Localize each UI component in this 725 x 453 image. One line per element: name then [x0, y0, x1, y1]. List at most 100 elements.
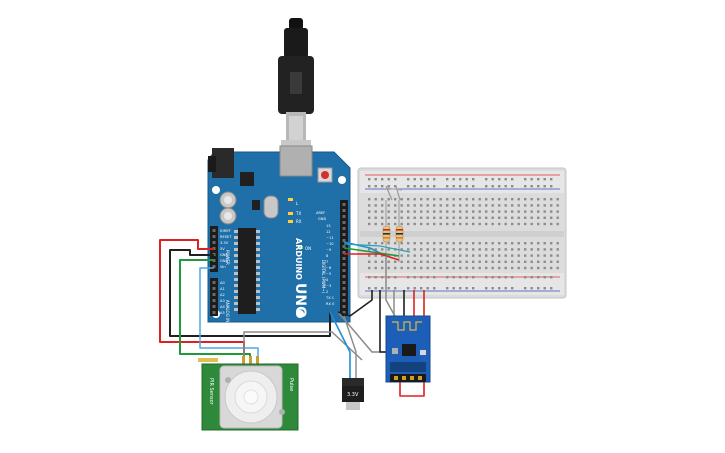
- header-pin[interactable]: [342, 215, 346, 218]
- header-pin[interactable]: [342, 269, 346, 272]
- breadboard-hole: [433, 222, 436, 226]
- header-pin[interactable]: [342, 239, 346, 242]
- breadboard-hole: [537, 242, 540, 245]
- breadboard-hole: [426, 260, 429, 263]
- header-pin[interactable]: [342, 281, 346, 284]
- header-pin[interactable]: [212, 311, 216, 314]
- breadboard-hole: [374, 260, 377, 263]
- digital-pin-label: RX 0: [326, 302, 335, 306]
- breadboard-hole: [426, 287, 429, 290]
- breadboard-hole: [511, 210, 514, 213]
- breadboard-hole: [439, 254, 442, 257]
- breadboard-hole: [394, 260, 397, 263]
- header-pin[interactable]: [342, 233, 346, 236]
- header-pin[interactable]: [212, 265, 216, 268]
- breadboard-hole: [511, 178, 514, 181]
- header-pin[interactable]: [342, 275, 346, 278]
- breadboard-hole: [446, 266, 449, 270]
- header-pin[interactable]: [342, 263, 346, 266]
- breadboard-hole: [420, 254, 423, 257]
- breadboard-hole: [524, 276, 527, 279]
- breadboard-hole: [498, 178, 501, 181]
- header-pin[interactable]: [342, 227, 346, 230]
- header-pin[interactable]: [342, 245, 346, 248]
- breadboard-hole: [550, 210, 553, 213]
- header-pin[interactable]: [342, 287, 346, 290]
- breadboard-hole: [368, 266, 371, 270]
- breadboard-hole: [511, 254, 514, 257]
- voltage-regulator: 3.3V: [342, 378, 364, 410]
- header-pin[interactable]: [342, 305, 346, 308]
- breadboard-hole: [472, 266, 475, 270]
- breadboard-hole: [407, 276, 410, 279]
- chip-pin: [256, 242, 260, 245]
- header-pin[interactable]: [342, 293, 346, 296]
- breadboard-hole: [504, 242, 507, 245]
- breadboard-hole: [452, 266, 455, 270]
- breadboard-hole: [550, 216, 553, 219]
- breadboard-hole: [550, 242, 553, 245]
- header-pin[interactable]: [342, 251, 346, 254]
- breadboard-hole: [368, 185, 371, 188]
- breadboard-hole: [420, 260, 423, 263]
- breadboard-hole: [472, 178, 475, 181]
- header-pin[interactable]: [342, 257, 346, 260]
- breadboard-hole: [530, 204, 533, 207]
- breadboard-hole: [407, 242, 410, 245]
- header-pin[interactable]: [342, 221, 346, 224]
- breadboard-hole: [368, 204, 371, 207]
- header-pin[interactable]: [342, 311, 346, 314]
- pin-5v: 5V: [220, 247, 225, 251]
- chip-pin: [234, 266, 238, 269]
- breadboard-hole: [491, 254, 494, 257]
- breadboard-hole: [459, 204, 462, 207]
- breadboard-hole: [459, 178, 462, 181]
- header-pin[interactable]: [212, 293, 216, 296]
- breadboard-hole: [420, 287, 423, 290]
- breadboard-hole: [537, 222, 540, 226]
- header-pin[interactable]: [212, 287, 216, 290]
- breadboard-hole: [413, 210, 416, 213]
- breadboard-hole: [381, 222, 384, 226]
- breadboard-hole: [387, 198, 390, 201]
- header-pin[interactable]: [212, 235, 216, 238]
- header-pin[interactable]: [212, 241, 216, 244]
- breadboard-hole: [426, 242, 429, 245]
- breadboard-hole: [426, 178, 429, 181]
- breadboard-hole: [511, 287, 514, 290]
- breadboard-hole: [381, 216, 384, 219]
- header-pin[interactable]: [342, 209, 346, 212]
- header-pin[interactable]: [342, 203, 346, 206]
- breadboard-hole: [472, 254, 475, 257]
- breadboard-hole: [433, 248, 436, 251]
- breadboard-hole: [368, 248, 371, 251]
- header-pin[interactable]: [212, 299, 216, 302]
- header-pin[interactable]: [342, 299, 346, 302]
- header-pin[interactable]: [212, 305, 216, 308]
- chip-pin: [234, 260, 238, 263]
- breadboard-hole: [550, 248, 553, 251]
- breadboard-hole: [537, 248, 540, 251]
- breadboard-hole: [491, 185, 494, 188]
- breadboard-hole: [530, 178, 533, 181]
- chip-pin: [234, 296, 238, 299]
- breadboard-hole: [478, 260, 481, 263]
- breadboard-hole: [368, 178, 371, 181]
- breadboard-hole: [465, 276, 468, 279]
- header-pin[interactable]: [212, 281, 216, 284]
- breadboard-hole: [524, 210, 527, 213]
- pin-aref: AREF: [316, 211, 325, 215]
- breadboard-hole: [459, 198, 462, 201]
- header-pin[interactable]: [212, 229, 216, 232]
- digital-pin-label: ~3: [326, 284, 331, 288]
- chip-pin: [256, 278, 260, 281]
- breadboard-hole: [511, 266, 514, 270]
- analog-label: ANALOG IN: [225, 300, 230, 322]
- breadboard-hole: [550, 222, 553, 226]
- breadboard-hole: [537, 178, 540, 181]
- breadboard-hole: [433, 210, 436, 213]
- breadboard-hole: [459, 276, 462, 279]
- breadboard-hole: [420, 242, 423, 245]
- breadboard-hole: [472, 185, 475, 188]
- breadboard-hole: [381, 198, 384, 201]
